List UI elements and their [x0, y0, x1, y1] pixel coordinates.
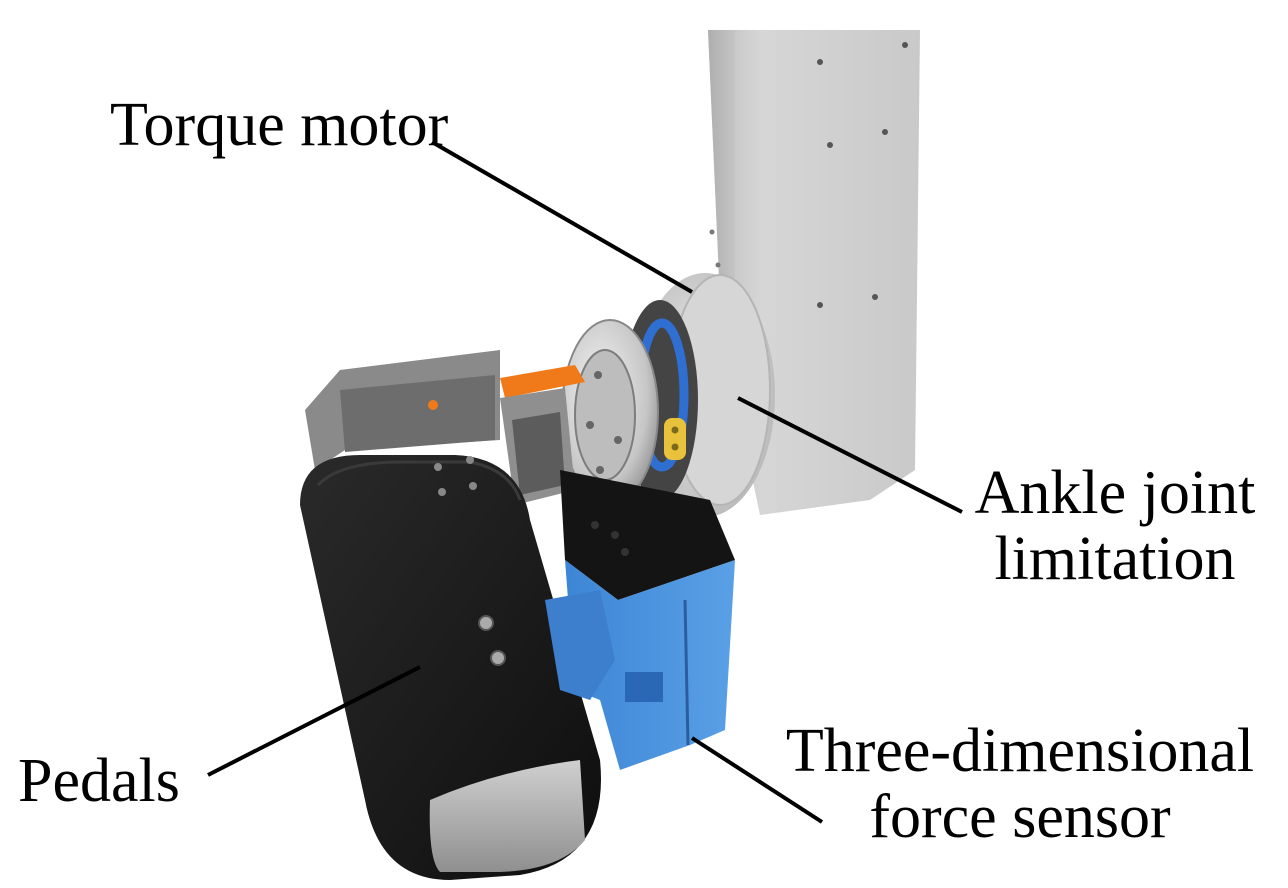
- orange-connector: [500, 365, 585, 398]
- leader-lines: [207, 140, 963, 824]
- label-force-sensor-line1: Three-dimensional: [785, 717, 1255, 785]
- label-ankle-joint-line2: limitation: [994, 525, 1236, 593]
- sensor-blue-body: [565, 560, 735, 770]
- column-bolt-hole: [709, 229, 715, 235]
- flange-screw: [596, 466, 604, 474]
- leader-line-pedals: [207, 665, 421, 777]
- leader-line-ankle-joint: [737, 396, 963, 514]
- sensor-blue-side: [545, 590, 615, 700]
- sensor-hole: [591, 521, 599, 529]
- flange-screw: [594, 371, 602, 379]
- label-force-sensor-line2: force sensor: [869, 783, 1171, 851]
- column-bolt-hole: [882, 129, 888, 135]
- yellow-block-screw: [671, 426, 679, 434]
- sensor-hole: [621, 548, 629, 556]
- upper-bracket: [305, 350, 585, 505]
- label-torque-motor: Torque motor: [110, 91, 449, 159]
- ankle-limitation-yellow-block: [664, 418, 686, 460]
- pedal-bolt: [434, 463, 442, 471]
- bracket-screw: [428, 400, 438, 410]
- column-bolt-hole: [715, 262, 721, 268]
- column-bolt-hole: [817, 59, 823, 65]
- column-bolt-hole: [872, 294, 878, 300]
- pedal-heel-cup: [429, 760, 585, 872]
- flange-screw: [614, 436, 622, 444]
- yellow-block-screw: [671, 443, 679, 451]
- torque-motor: [561, 273, 775, 517]
- bracket-arm-front: [340, 375, 495, 452]
- leader-line-torque-motor: [431, 140, 693, 294]
- leader-line-force-sensor: [690, 736, 824, 824]
- pedal-bolt: [438, 488, 446, 496]
- column-bolt-hole: [827, 142, 833, 148]
- sensor-seam: [683, 599, 690, 746]
- pedal-assembly: [300, 455, 601, 880]
- flange-screw: [586, 421, 594, 429]
- pedal-bolt: [469, 482, 477, 490]
- pedal-bolt: [478, 615, 494, 631]
- label-ankle-joint-limitation: Ankle joint limitation: [960, 460, 1270, 592]
- sensor-hole: [611, 531, 619, 539]
- force-sensor: [545, 470, 735, 770]
- flange-inner-disc: [574, 349, 636, 481]
- column-bolt-hole: [902, 42, 908, 48]
- pedal-bolt: [466, 456, 474, 464]
- label-force-sensor: Three-dimensional force sensor: [760, 718, 1280, 850]
- column-bolt-hole: [817, 302, 823, 308]
- sensor-top-block: [560, 470, 735, 600]
- pedal-bolt: [490, 650, 506, 666]
- label-ankle-joint-line1: Ankle joint: [974, 459, 1256, 527]
- label-pedals: Pedals: [18, 747, 180, 815]
- pedal-top-edge: [316, 460, 522, 501]
- sensor-notch: [625, 672, 663, 702]
- bracket-side-block-shadow: [512, 412, 565, 495]
